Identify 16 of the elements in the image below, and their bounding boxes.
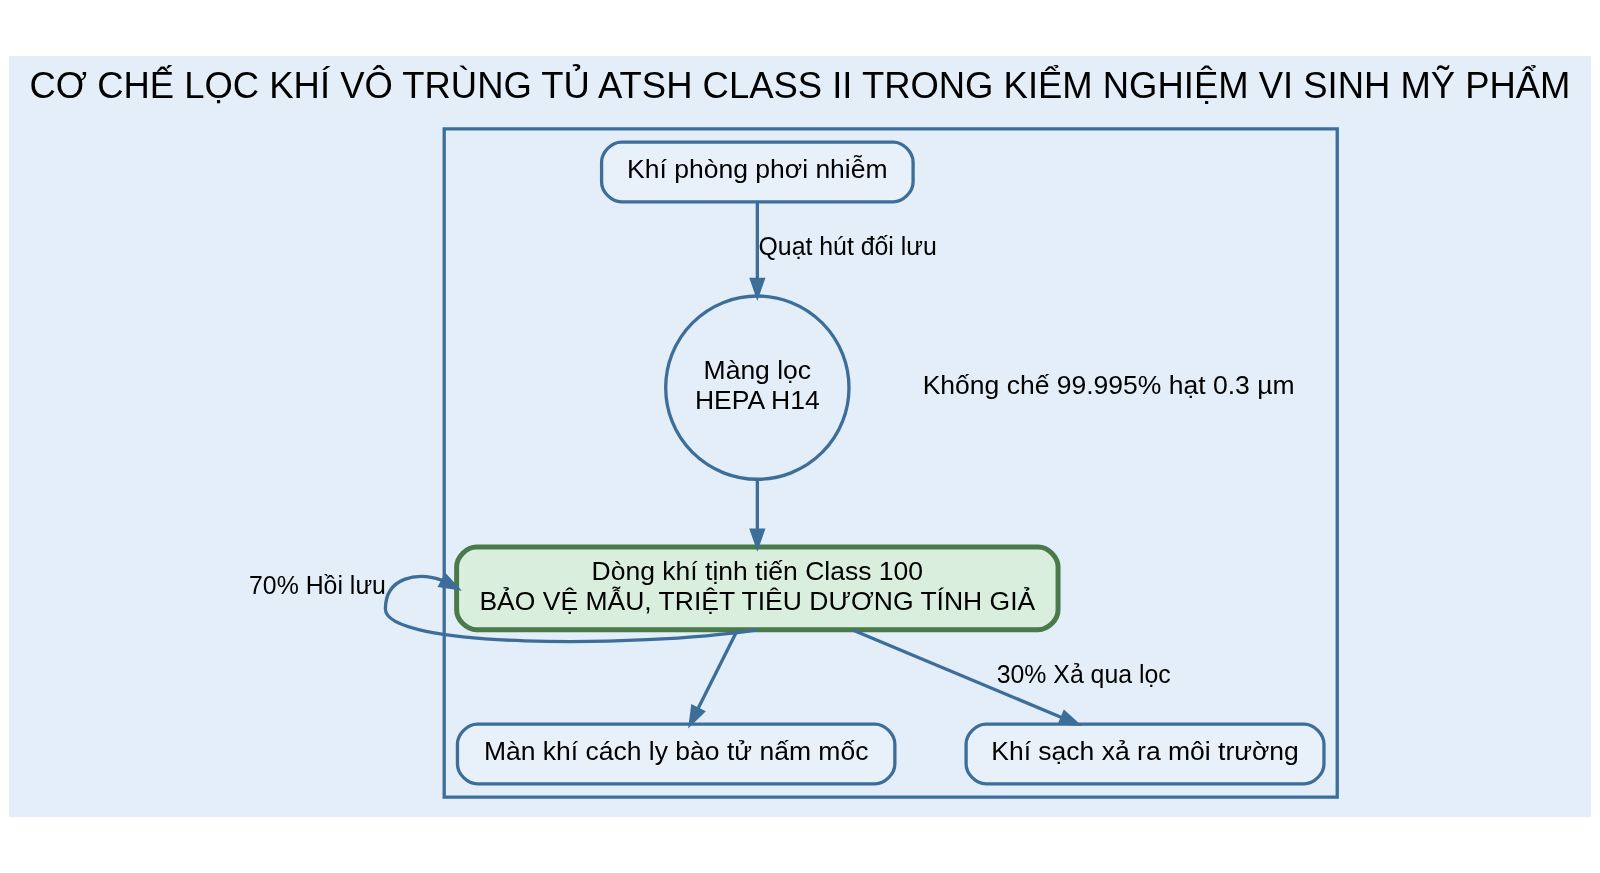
node-box: Khí sạch xả ra môi trường bbox=[964, 722, 1326, 786]
edge-label: Quạt hút đối lưu bbox=[758, 232, 937, 260]
arrow bbox=[749, 479, 766, 552]
diagram-title: CƠ CHẾ LỌC KHÍ VÔ TRÙNG TỦ ATSH CLASS II TRONG KIỂM NGHIỆM VI SINH MỸ PHẨM bbox=[29, 65, 1571, 107]
node-label: Khống chế 99.995% hạt 0.3 µm bbox=[922, 369, 1295, 400]
node-box: Khí phòng phơi nhiễm bbox=[599, 140, 915, 204]
arrow bbox=[749, 201, 766, 301]
arrow bbox=[688, 629, 739, 729]
arrow bbox=[383, 572, 758, 644]
cluster bbox=[442, 127, 1339, 799]
node-box: Dòng khí tịnh tiến Class 100 BẢO VỆ MẪU, TRIỆT TIÊU DƯƠNG TÍNH GIẢ bbox=[454, 544, 1061, 633]
edge-label: 70% Hồi lưu bbox=[249, 572, 386, 600]
node-box: Màn khí cách ly bào tử nấm mốc bbox=[455, 722, 897, 786]
edge-label: 30% Xả qua lọc bbox=[996, 660, 1171, 688]
node-circle: Màng lọc HEPA H14 bbox=[664, 294, 851, 481]
arrow bbox=[852, 628, 1083, 726]
